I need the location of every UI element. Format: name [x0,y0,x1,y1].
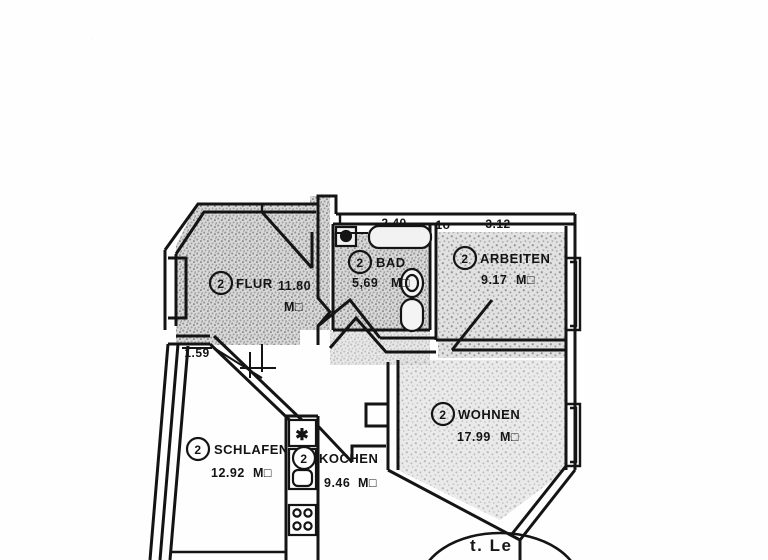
burner-1 [292,508,302,518]
room-tag-bad-num: 2 [356,256,363,270]
room-tag-kochen [291,445,317,471]
wall-entry-stub [316,194,338,214]
door-arbeiten [450,299,494,351]
window-wohnen-right-2 [570,406,578,464]
window-arbeiten-right [566,256,582,332]
room-tag-bad [347,249,373,275]
dim-small-1o: 1o [435,218,450,232]
wall-flur-inner-diag [260,211,314,269]
vent-asterisk-icon: ✱ [295,427,308,444]
windows [260,204,582,468]
room-area-schlafen: 12.92 [211,466,245,480]
room-name-wohnen: WOHNEN [458,407,520,422]
hatch-flur [176,196,330,345]
room-tag-kochen-num: 2 [300,452,307,466]
room-name-schlafen: SCHLAFEN [214,442,289,457]
room-unit-schlafen: M□ [253,466,272,480]
wall-flur-outer-inner [174,210,316,255]
burner-2 [303,508,313,518]
washbasin-bowl [404,273,420,293]
room-area-bad: 5,69 [352,276,378,290]
room-tag-schlafen [185,436,211,462]
hatch-corridor [330,330,430,365]
wall-flur-right [316,204,332,345]
dim-flur-159: 1.59 [184,346,209,360]
dimension-lines [182,232,368,379]
wall-flur-outer [163,202,318,251]
room-unit-bad: M□ [391,276,410,290]
burner-4 [303,521,313,531]
room-tag-flur-num: 2 [217,277,224,291]
room-area-flur: 11.80 [278,279,311,293]
stove-icon [287,503,318,537]
washbasin-icon [399,267,425,299]
hatch-wohnen [398,360,566,520]
burner-3 [292,521,302,531]
room-unit-kochen: M□ [358,476,377,490]
room-area-kochen: 9.46 [324,476,350,490]
room-tag-flur [208,270,234,296]
dimension-labels: 2.40 1o 3.12 1.59 [184,216,510,360]
wall-wohnen-bottom [387,468,521,542]
room-name-arbeiten: ARBEITEN [480,251,550,266]
room-area-arbeiten: 9.17 [481,273,507,287]
stamp-ellipse [428,531,572,560]
wall-kochen-step [350,444,386,462]
room-labels: 2 FLUR 11.80 M□ 2 BAD 5,69 M□ 2 ARBEITEN… [185,245,550,490]
dim-diag-flur [213,347,263,379]
wall-structure [148,194,577,560]
room-unit-arbeiten: M□ [516,273,535,287]
wall-left-long-outer [148,343,170,560]
wall-flur-diag [208,342,302,432]
vent-box [287,418,318,448]
room-name-kochen: KOCHEN [319,451,378,466]
room-tag-wohnen [430,401,456,427]
wall-kochen-diag [316,424,354,464]
room-tag-arbeiten [452,245,478,271]
wall-corridor-low [328,315,436,354]
window-arbeiten-right-2 [570,260,578,328]
room-unit-flur: M□ [284,300,303,314]
sink-bowl [291,468,314,488]
room-unit-wohnen: M□ [500,430,519,444]
wall-wohnen-niche [364,402,388,428]
dim-bad-width: 2.40 [381,216,406,230]
stamp-text: t. Le [470,536,512,555]
room-name-flur: FLUR [236,276,273,291]
room-tag-arbeiten-num: 2 [461,252,468,266]
toilet-icon [399,297,425,333]
room-name-bad: BAD [376,255,406,270]
room-area-wohnen: 17.99 [457,430,491,444]
office-stamp: t. Le [428,531,572,560]
window-flur-left [168,256,188,320]
dim-arbeiten-width: 3.12 [485,217,510,231]
wall-bottom-right-cant-inner [510,465,568,535]
wall-corridor-top [317,297,382,339]
room-tag-wohnen-num: 2 [439,408,446,422]
wall-left-long-mid [158,343,180,560]
bathtub-icon [367,224,433,250]
window-wohnen-right [566,402,582,468]
room-tag-schlafen-num: 2 [194,443,201,457]
wall-flur-diag-inner [212,334,308,426]
wall-left-long-inner [168,345,190,560]
